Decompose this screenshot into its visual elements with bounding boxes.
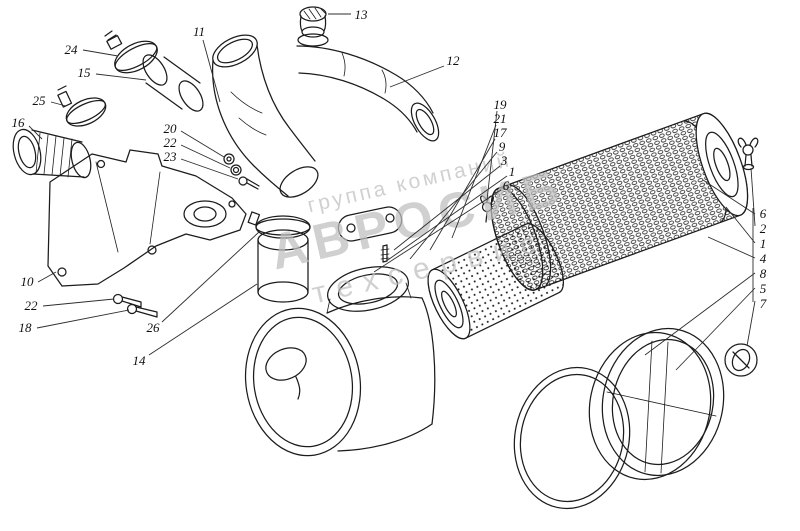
leader-line [451,124,497,239]
inlet-flange-gasket-drawing [337,206,403,263]
leader-line [82,49,119,57]
leader-line [95,73,147,81]
leader-line [644,272,756,356]
callout-number: 2 [760,221,767,236]
elbow-hose-drawing [211,34,319,198]
leader-line [702,179,756,215]
leader-line [393,165,501,251]
callout-number: 22 [25,298,39,313]
leader-line [180,130,225,158]
callout-number: 17 [494,125,508,140]
corrugated-tube-drawing [12,128,92,179]
mounting-bracket-drawing [47,149,247,287]
hose-clamp-lower-drawing [57,85,107,127]
callout-number: 3 [500,153,508,168]
callout-number: 20 [164,121,178,136]
callout-number: 24 [65,42,79,57]
wing-nut-drawing [737,137,759,171]
leader-line [409,151,498,260]
callout-number: 4 [760,251,767,266]
callout-number: 9 [499,139,506,154]
leader-line [202,39,221,103]
housing-cover-drawing [588,327,725,481]
callout-number: 13 [355,7,369,22]
callout-number: 5 [760,281,767,296]
callout-number: 19 [494,97,508,112]
callout-number: 21 [494,111,507,126]
leader-line [180,158,239,180]
hose-clamp-upper-drawing [104,30,158,74]
outlet-hose-drawing [247,211,311,303]
callout-number: 6 [760,206,767,221]
filler-cap-drawing [297,6,329,47]
callout-number: 6 [503,178,510,193]
bolt-pair-drawing [112,293,158,318]
leader-line [373,189,502,273]
callout-number: 10 [21,274,35,289]
leader-line [675,287,756,371]
callout-number: 23 [164,149,178,164]
connecting-hose-drawing [142,54,204,112]
callout-number: 25 [33,93,47,108]
callout-number: 26 [147,320,161,335]
callout-number: 15 [78,65,92,80]
leader-line [750,167,756,227]
callout-number: 12 [447,53,461,68]
callout-number: 8 [760,266,767,281]
leader-line [50,101,67,107]
leader-line [707,236,756,259]
leader-line [42,298,115,307]
sealing-ring-drawing [513,366,631,510]
leader-line [36,309,130,329]
callout-number: 14 [133,353,147,368]
callout-number: 18 [19,320,33,335]
callout-number: 7 [760,296,767,311]
cover-nut-drawing [724,343,758,377]
leader-line [746,300,756,347]
callout-number: 1 [760,236,767,251]
leader-line [725,206,756,244]
leader-line [161,231,260,323]
callout-number: 11 [193,24,205,39]
main-filter-element-drawing [490,112,749,291]
leader-line [389,65,445,88]
intake-pipe-drawing [296,45,440,142]
fastener-set-drawing [223,153,260,190]
leader-line [384,175,508,263]
callout-number: 22 [164,135,178,150]
leader-line [37,271,57,283]
callout-number: 16 [12,115,26,130]
leader-line [148,283,258,356]
air-cleaner-housing-drawing [244,266,436,457]
callout-number: 1 [509,164,516,179]
leader-line [28,125,43,140]
leader-line [180,144,231,169]
